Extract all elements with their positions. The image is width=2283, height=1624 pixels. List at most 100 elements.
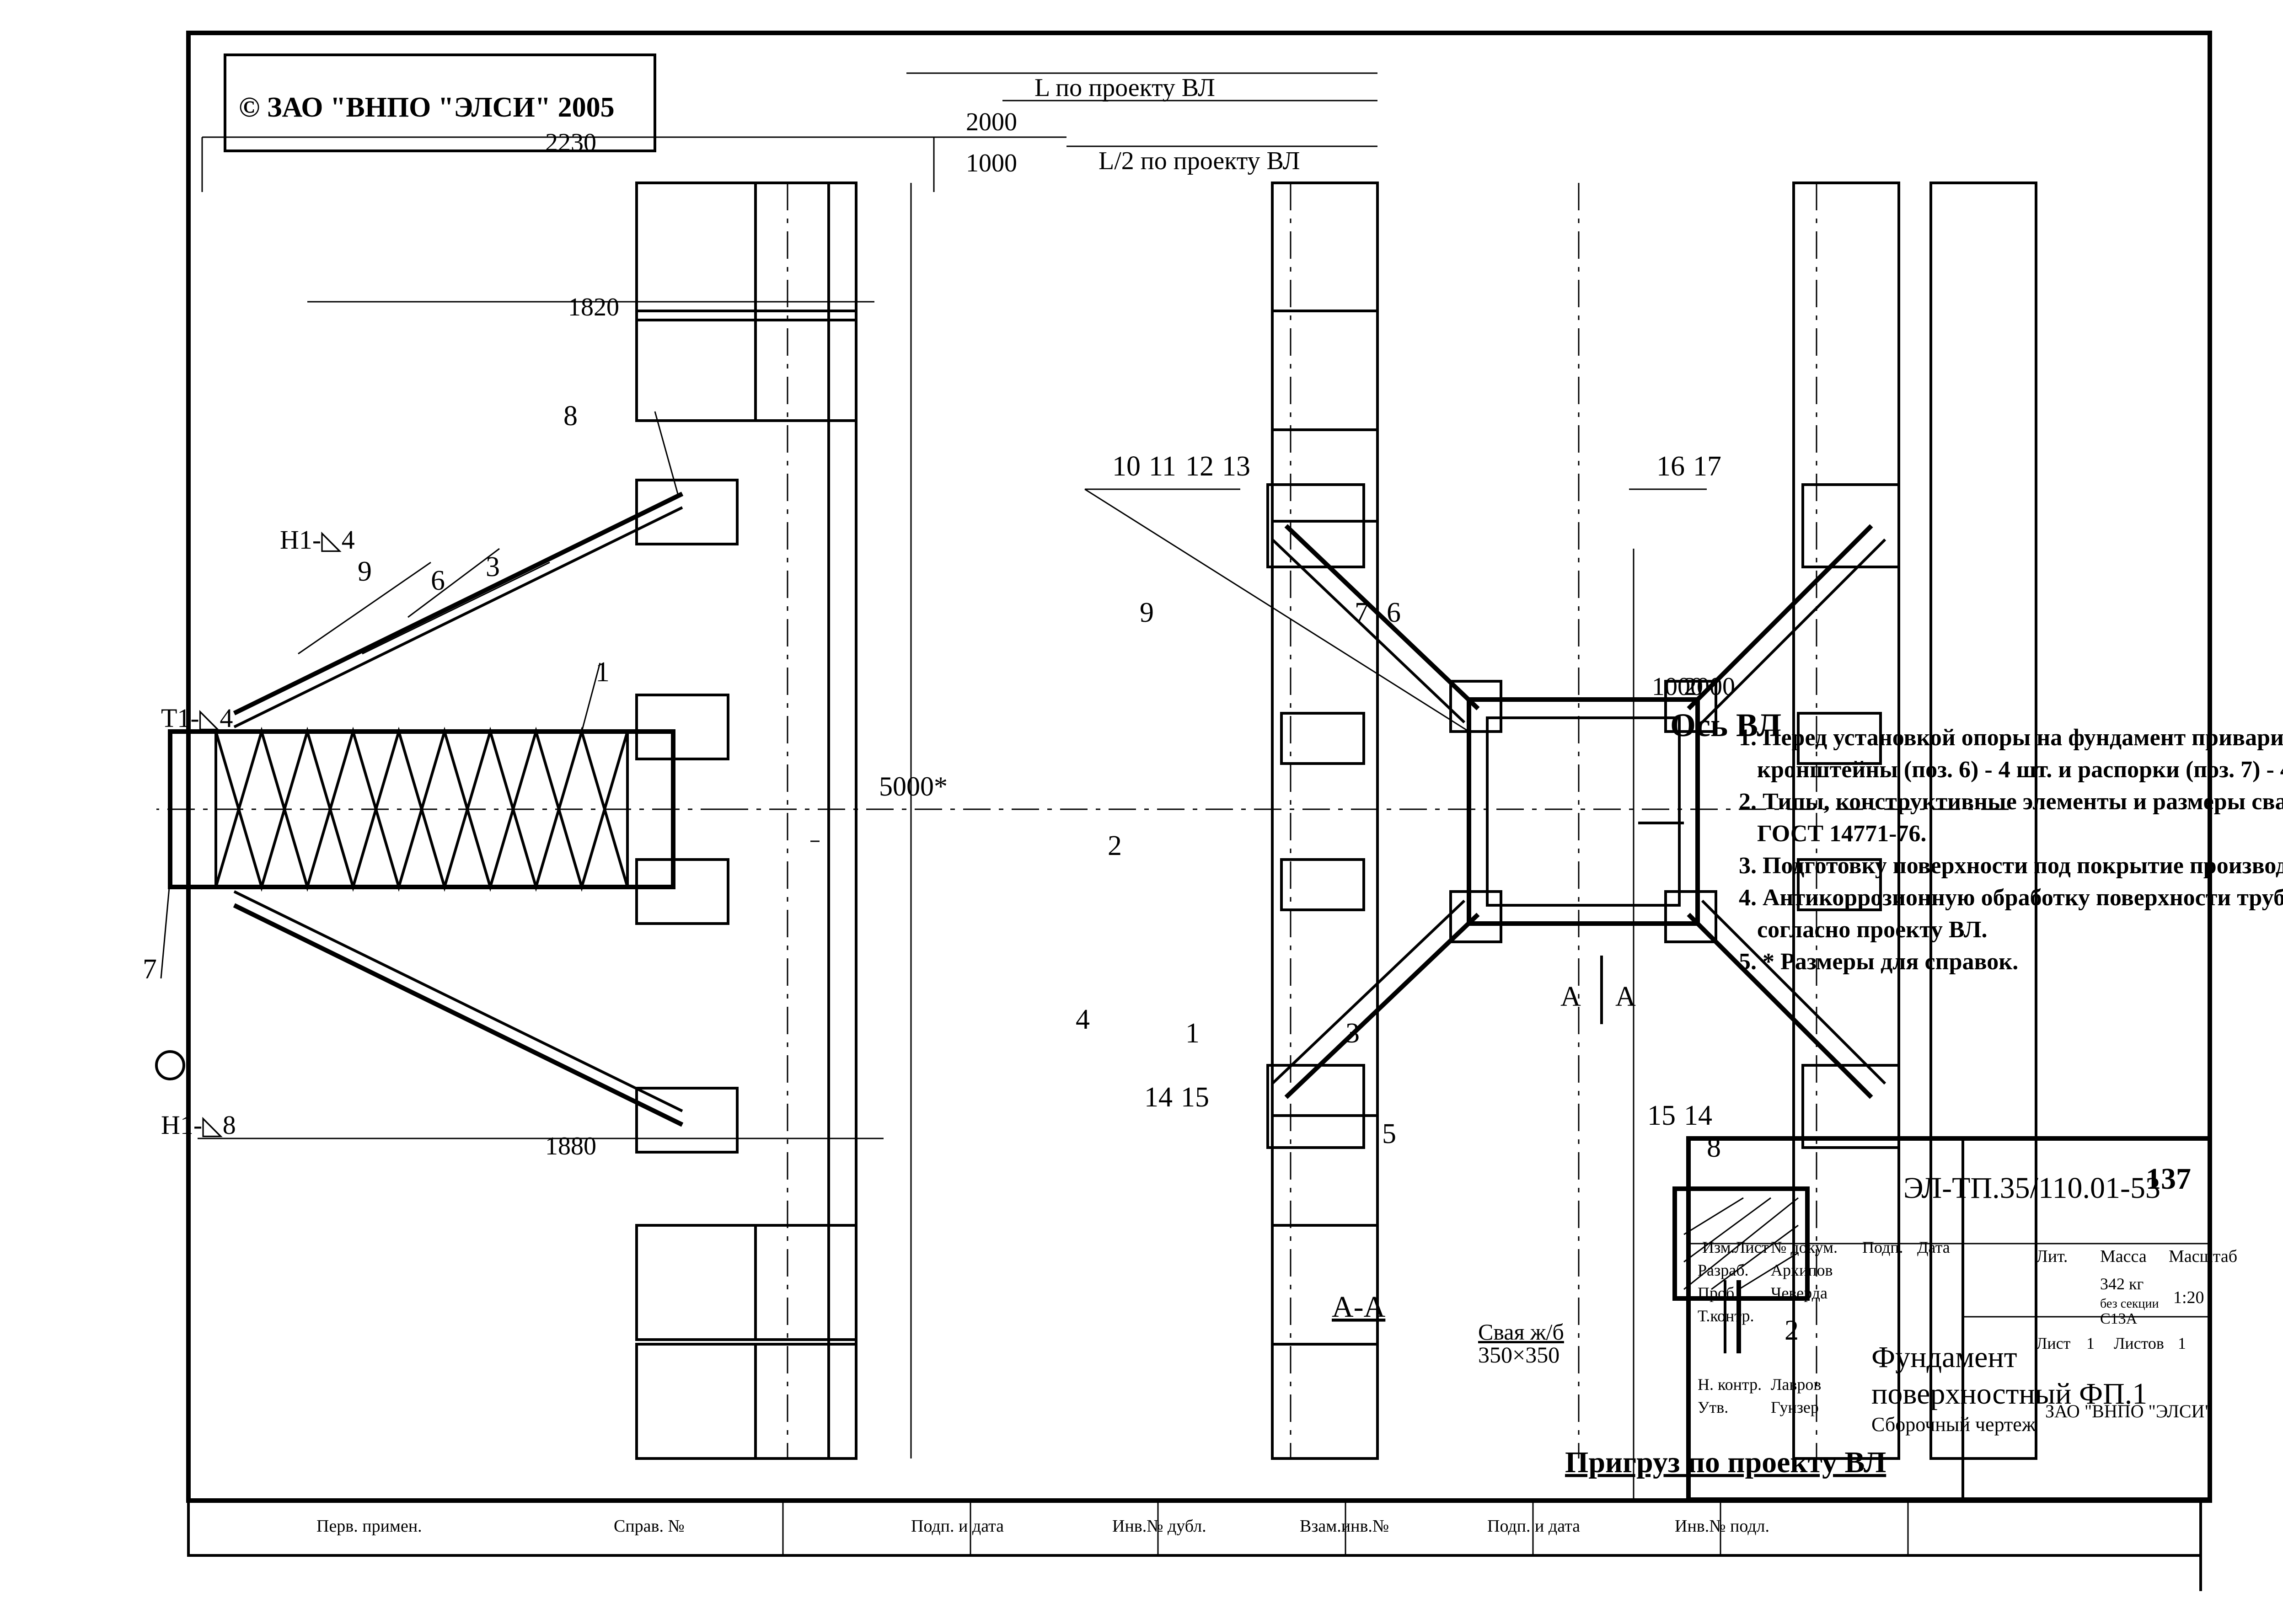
callout-9-elev: 9 [358,556,372,587]
tb-scale: Масштаб [2169,1247,2237,1266]
tb-sheets-value: 1 [2178,1334,2186,1352]
tb-company: ЗАО "ВНПО "ЭЛСИ" [2045,1401,2212,1421]
tb-mass-section: С13А [2100,1310,2138,1327]
callout-13: 13 [1222,451,1250,482]
tb-col-sign: Подп. [1862,1238,1903,1256]
note-1: 1. Перед установкой опоры на фундамент п… [1739,725,2283,751]
callout-2-section: 2 [1785,1315,1799,1346]
tb-role-6: Утв. [1698,1398,1728,1416]
note-2b: ГОСТ 14771-76. [1757,821,1926,847]
weld-mark-h1-8: Н1-◺8 [161,1110,236,1140]
plan-view: L по проекту ВЛ 2000 1000 L/2 по проекту… [728,72,2037,1500]
stamp-2: Справ. № [614,1517,685,1536]
callout-17: 17 [1693,451,1721,482]
copyright-text: © ЗАО "ВНПО "ЭЛСИ" 2005 [239,92,615,123]
callout-5-plan: 5 [1382,1118,1396,1149]
tb-name-1: Фундамент [1871,1341,2017,1374]
callout-3-elev: 3 [486,551,500,582]
copyright-box: © ЗАО "ВНПО "ЭЛСИ" 2005 [224,53,656,152]
tb-role-3: Т.контр. [1698,1307,1754,1325]
tb-name-a: Архипов [1771,1261,1833,1279]
tb-subtitle: Сборочный чертеж [1871,1413,2036,1436]
weld-mark-t1: Т1-◺4 [161,703,233,733]
elevation-view: 2230 1820 1880 [156,128,935,1460]
note-5: 5. * Размеры для справок. [1739,949,2018,975]
section-title: А-А [1332,1290,1386,1324]
callout-14-section: 14 [1684,1100,1712,1131]
note-4b: согласно проекту ВЛ. [1757,917,1988,943]
stamp-7: Инв.№ подл. [1675,1517,1769,1536]
general-notes: 1. Перед установкой опоры на фундамент п… [1739,725,2283,975]
tb-lit: Лит. [2036,1247,2068,1266]
callout-7-plan: 7 [1355,597,1369,628]
callout-7-elev: 7 [143,954,157,985]
stamp-1: Перв. примен. [316,1517,422,1536]
callout-11: 11 [1149,451,1176,482]
pile-label: Свая ж/б [1478,1319,1564,1345]
weld-mark-h1-4: Н1-◺4 [280,525,355,555]
tb-col-doc: № докум. [1771,1238,1838,1256]
tb-doc-code: ЭЛ-ТП.35/110.01-53 [1903,1171,2160,1205]
tb-page-number: 137 [2146,1162,2191,1196]
stamp-3: Подп. и дата [911,1517,1004,1536]
tb-role-5: Н. контр. [1698,1375,1762,1394]
pile-size: 350×350 [1478,1342,1560,1368]
tb-sheets-label: Листов [2114,1334,2164,1352]
callout-1-plan: 1 [1185,1018,1200,1049]
note-2: 2. Типы, конструктивные элементы и разме… [1739,789,2283,815]
tb-mass-value: 342 кг [2100,1275,2144,1293]
title-block: ЭЛ-ТП.35/110.01-53 Фундамент поверхностн… [1686,1136,2237,1502]
callout-16: 16 [1656,451,1685,482]
callout-12: 12 [1185,451,1214,482]
side-stamp: Перв. примен. Справ. № Подп. и дата Инв.… [187,1499,2202,1557]
callout-4-plan: 4 [1076,1004,1090,1035]
tb-col-date: Дата [1917,1238,1950,1256]
dim-2000-right: 2000 [1684,673,1735,701]
callout-6-plan: 6 [1387,597,1401,628]
note-3: 3. Подготовку поверхности под покрытие п… [1739,853,2283,879]
note-4: 4. Антикоррозионную обработку поверхност… [1739,885,2283,911]
callout-8-elev: 8 [563,401,578,432]
stamp-5: Взам.инв.№ [1300,1517,1389,1536]
section-mark-a1: А [1615,981,1636,1012]
tb-name-f: Гунзер [1771,1398,1819,1416]
tb-name-b: Чеверда [1771,1284,1827,1302]
ballast-label: Пригруз по проекту ВЛ [1565,1446,1886,1479]
tb-name-e: Лавров [1771,1375,1821,1394]
section-mark-a2: А [1560,981,1581,1012]
note-1b: кронштейны (поз. 6) - 4 шт. и распорки (… [1757,757,2283,783]
elevation-callouts: 9 6 3 1 8 7 [143,401,679,985]
callout-2-plan: 2 [1108,830,1122,861]
callout-15-section: 15 [1647,1100,1676,1131]
stamp-6: Подп. и дата [1487,1517,1580,1536]
tb-scale-value: 1:20 [2173,1288,2204,1307]
dim-1880: 1880 [545,1132,596,1160]
callout-1-elev: 1 [595,657,610,688]
tb-name-2: поверхностный ФП.1 [1871,1377,2147,1410]
tb-mass-note: без секции [2100,1297,2159,1311]
plan-callouts: 13 12 11 10 17 16 9 7 6 2 1 3 4 14 15 5 [1076,451,1721,1149]
dim-1820: 1820 [568,293,619,321]
dim-1000-top: 1000 [966,149,1017,177]
tb-role-1: Разраб. [1698,1261,1749,1279]
callout-10: 10 [1112,451,1141,482]
stamp-4: Инв.№ дубл. [1112,1517,1206,1536]
dim-5000: 5000* [879,771,948,801]
dim-1000-right: 1000 [1652,673,1703,701]
callout-15: 15 [1181,1082,1209,1113]
axis-label: Ось ВЛ [1670,707,1781,743]
tb-sheet-label: Лист [2036,1334,2071,1352]
callout-3-plan: 3 [1345,1018,1360,1049]
tb-col-izm: Изм. [1702,1238,1735,1256]
callout-9-plan: 9 [1140,597,1154,628]
tb-col-list: Лист [1734,1238,1769,1256]
callout-14: 14 [1144,1082,1173,1113]
dim-2000-top: 2000 [966,108,1017,136]
dim-2230: 2230 [545,128,596,157]
tb-sheet-value: 1 [2086,1334,2095,1352]
dim-l-half: L/2 по проекту ВЛ [1099,147,1300,175]
tb-role-2: Проб. [1698,1284,1738,1302]
tb-mass: Масса [2100,1247,2147,1266]
dim-l-project: L по проекту ВЛ [1034,74,1215,102]
